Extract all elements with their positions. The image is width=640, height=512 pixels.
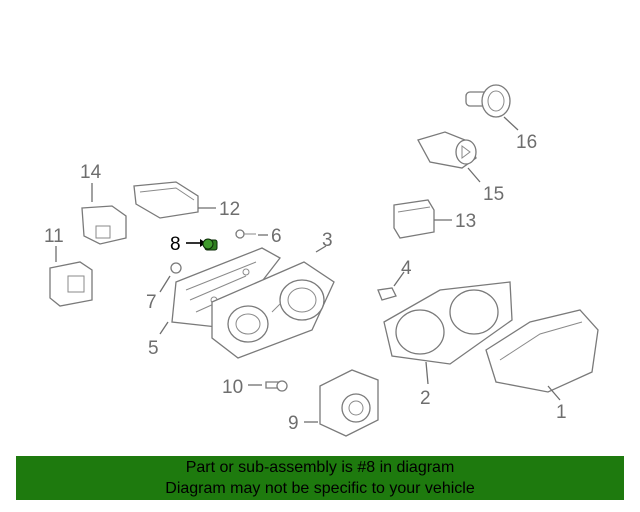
parts-diagram: 16 15 13 14 12 11 8 bbox=[44, 84, 599, 437]
callout-3: 3 bbox=[322, 230, 333, 251]
callout-6: 6 bbox=[271, 226, 282, 247]
callout-8: 8 bbox=[170, 234, 181, 255]
callout-12: 12 bbox=[219, 199, 240, 220]
callout-5: 5 bbox=[148, 338, 159, 359]
part-16-knob bbox=[465, 84, 519, 131]
callout-1: 1 bbox=[556, 402, 567, 423]
part-2-bezel bbox=[383, 281, 513, 385]
callout-4: 4 bbox=[401, 258, 412, 279]
part-4-clip bbox=[377, 271, 405, 301]
callout-9: 9 bbox=[288, 413, 299, 434]
banner-line-2: Diagram may not be specific to your vehi… bbox=[165, 480, 475, 497]
part-7-screw bbox=[159, 262, 182, 293]
part-15-switch bbox=[417, 131, 481, 183]
part-10-screw bbox=[248, 380, 288, 392]
part-14-connector bbox=[81, 183, 127, 245]
part-13-module bbox=[393, 199, 452, 239]
banner-line-1: Part or sub-assembly is #8 in diagram bbox=[185, 459, 455, 476]
part-6-screw bbox=[235, 229, 268, 239]
part-12-connector bbox=[133, 181, 216, 219]
callout-14: 14 bbox=[80, 162, 102, 183]
callout-13: 13 bbox=[455, 211, 476, 232]
part-3-gauge-assembly bbox=[211, 245, 335, 359]
callout-10: 10 bbox=[222, 377, 243, 398]
callout-11: 11 bbox=[44, 226, 64, 247]
part-8-screw bbox=[186, 238, 218, 251]
part-1-cover bbox=[485, 309, 599, 401]
callout-7: 7 bbox=[146, 292, 157, 313]
callout-15: 15 bbox=[483, 184, 504, 205]
part-9-socket bbox=[304, 369, 379, 437]
info-banner: Part or sub-assembly is #8 in diagram Di… bbox=[16, 456, 624, 500]
part-11-switch bbox=[49, 246, 93, 307]
callout-2: 2 bbox=[420, 388, 431, 409]
callout-16: 16 bbox=[516, 132, 537, 153]
